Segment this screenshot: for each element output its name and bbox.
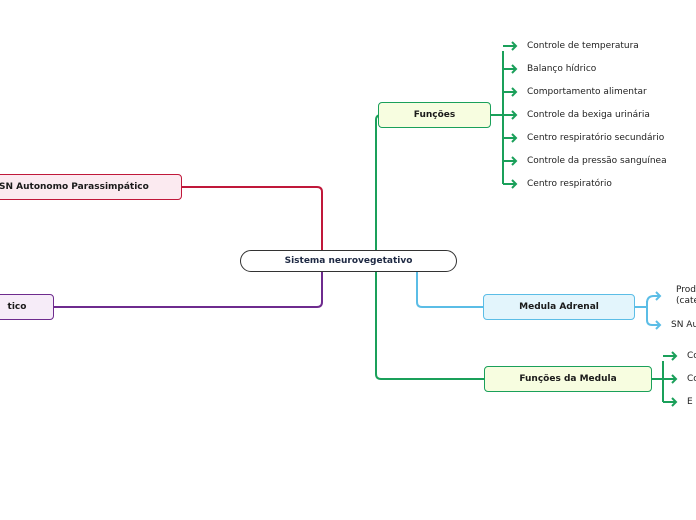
arrow-adrenal-leaf-1	[655, 291, 662, 301]
branch-simpatico-label: tico	[7, 302, 27, 312]
root-node[interactable]: Sistema neurovegetativo	[240, 250, 457, 272]
leaf-funcoes-5[interactable]: Centro respiratório secundário	[527, 133, 665, 143]
leaf-funcoes-2[interactable]: Balanço hídrico	[527, 64, 597, 74]
branch-funcoes[interactable]: Funções	[378, 102, 491, 128]
connector-simpatico	[54, 272, 323, 308]
connector-adrenal-leaf-2	[646, 301, 660, 326]
connector-adrenal-leaf-1	[646, 295, 660, 304]
connector-medula-adrenal	[416, 272, 483, 308]
leaf-fmed-3[interactable]: E	[687, 397, 693, 407]
branch-funcoes-medula[interactable]: Funções da Medula	[484, 366, 652, 392]
branch-simpatico[interactable]: tico	[0, 294, 54, 320]
leaf-funcoes-7[interactable]: Centro respiratório	[527, 179, 612, 189]
arrow-funcoes-leaf-1	[511, 41, 518, 51]
leaf-adrenal-1[interactable]: Prod (cate	[676, 285, 696, 306]
branch-medula-adrenal[interactable]: Medula Adrenal	[483, 294, 635, 320]
arrow-funcoes-leaf-3	[511, 87, 518, 97]
branch-medula-adrenal-label: Medula Adrenal	[519, 302, 599, 312]
arrow-funcoes-leaf-4	[511, 110, 518, 120]
arrow-funcoes-leaf-5	[511, 133, 518, 143]
arrow-funcoes-leaf-2	[511, 64, 518, 74]
connector-funcoes	[375, 114, 382, 250]
leaf-funcoes-6[interactable]: Controle da pressão sanguínea	[527, 156, 667, 166]
leaf-funcoes-1[interactable]: Controle de temperatura	[527, 41, 639, 51]
branch-parassimpatico[interactable]: SN Autonomo Parassimpático	[0, 174, 182, 200]
leaf-funcoes-3[interactable]: Comportamento alimentar	[527, 87, 647, 97]
leaf-funcoes-4[interactable]: Controle da bexiga urinária	[527, 110, 650, 120]
arrow-funcoes-leaf-7	[511, 179, 518, 189]
leaf-fmed-2[interactable]: Co	[687, 374, 696, 384]
leaf-adrenal-2[interactable]: SN Au	[671, 320, 696, 330]
root-label: Sistema neurovegetativo	[284, 256, 413, 266]
arrow-fmed-leaf-2	[671, 374, 678, 384]
arrow-adrenal-leaf-2	[655, 320, 662, 330]
leaf-fmed-1[interactable]: Co	[687, 351, 696, 361]
branch-funcoes-medula-label: Funções da Medula	[519, 374, 617, 384]
connector-funcoes-medula	[375, 272, 484, 380]
arrow-fmed-leaf-1	[671, 351, 678, 361]
branch-funcoes-label: Funções	[413, 110, 456, 120]
connector-parassimpatico	[182, 186, 323, 250]
branch-parassimpatico-label: SN Autonomo Parassimpático	[0, 182, 149, 192]
arrow-funcoes-leaf-6	[511, 156, 518, 166]
arrow-fmed-leaf-3	[671, 397, 678, 407]
